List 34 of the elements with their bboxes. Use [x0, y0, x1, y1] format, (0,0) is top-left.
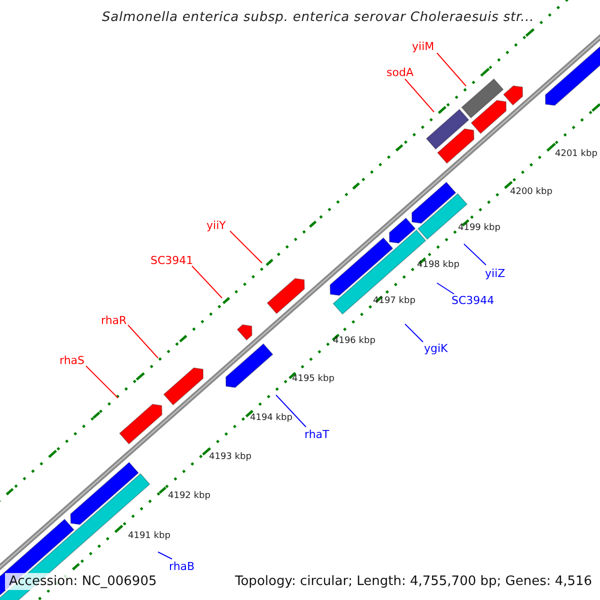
- gene-label: yiiM: [412, 40, 434, 52]
- scale-label: 4195 kbp: [292, 374, 334, 384]
- scale-label: 4197 kbp: [373, 296, 416, 306]
- gene-label: ygiK: [424, 342, 448, 354]
- leader-line: [128, 324, 158, 358]
- scale-label: 4196 kbp: [333, 336, 376, 346]
- gene-label: rhaT: [304, 428, 330, 440]
- scale-label: 4199 kbp: [458, 224, 500, 232]
- scale-label: 4194 kbp: [250, 414, 292, 422]
- leader-line: [436, 282, 454, 294]
- leader-line: [86, 366, 118, 398]
- leader-line: [404, 78, 434, 112]
- leader-line: [404, 324, 424, 342]
- leader-line: [464, 244, 486, 266]
- leader-line: [276, 394, 306, 428]
- gene-label: SC3941: [150, 254, 194, 266]
- gene-label: yiiY: [206, 220, 226, 230]
- gene-label: rhaS: [60, 354, 85, 366]
- scale-label: 4193 kbp: [209, 452, 252, 462]
- gene-label: sodA: [386, 66, 414, 78]
- leader-line: [192, 266, 222, 298]
- scale-label: 4192 kbp: [168, 492, 210, 500]
- gene-label: rhaR: [101, 314, 127, 326]
- scale-label: 4201 kbp: [555, 150, 598, 158]
- gene-label: rhaB: [169, 560, 195, 572]
- scale-label: 4191 kbp: [128, 532, 170, 540]
- scale-label: 4198 kbp: [417, 260, 460, 270]
- gene-label: yiiZ: [485, 268, 506, 278]
- title: Salmonella enterica subsp. enterica serovar Choleraesuis str...: [102, 11, 534, 24]
- scale-label: 4200 kbp: [510, 188, 552, 196]
- leader-line: [230, 230, 262, 264]
- leader-line: [436, 52, 466, 86]
- leader-line: [158, 552, 172, 560]
- gene-label: SC3944: [452, 294, 494, 306]
